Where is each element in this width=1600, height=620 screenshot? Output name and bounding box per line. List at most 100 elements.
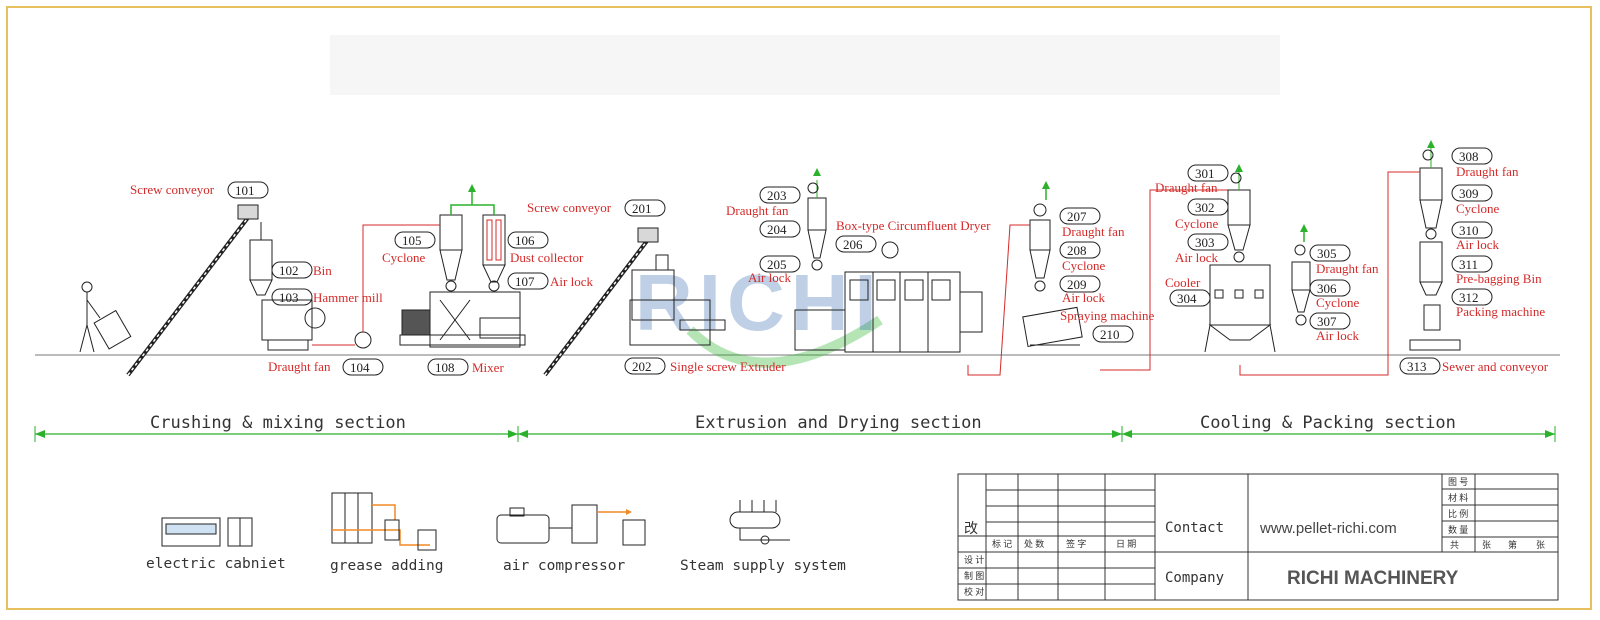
svg-text:Draught fan: Draught fan (1155, 180, 1218, 195)
steam-supply-icon (729, 500, 790, 545)
sign-row-drawing: 制 图 (964, 570, 984, 581)
hammer-mill-103 (261, 299, 326, 351)
box-type-circumfluent-dryer-206 (794, 241, 983, 353)
svg-text:312: 312 (1459, 290, 1479, 305)
label-106: 106 Dust collector (507, 231, 584, 265)
label-208: 208 Cyclone (1059, 241, 1106, 273)
svg-text:Cyclone: Cyclone (1062, 258, 1106, 273)
svg-text:Air lock: Air lock (748, 270, 791, 285)
sheet-total: 共 (1450, 540, 1459, 550)
packing-machine-312 (1409, 304, 1461, 351)
screw-conveyor-101 (126, 204, 259, 377)
label-103: 103 Hammer mill (271, 288, 383, 306)
label-210: Spraying machine 210 (1060, 308, 1154, 343)
svg-text:Draught fan: Draught fan (268, 359, 331, 374)
svg-text:Air lock: Air lock (550, 274, 593, 289)
label-301: 301 Draught fan (1155, 164, 1229, 195)
label-313: 313 Sewer and conveyor (1399, 357, 1549, 375)
label-206: Box-type Circumfluent Dryer 206 (835, 218, 991, 253)
right-row-drawing-no: 图 号 (1448, 477, 1468, 487)
sign-row-check: 校 对 (964, 586, 984, 597)
label-307: 307 Air lock (1309, 312, 1359, 343)
section-label-crushing: Crushing & mixing section (150, 413, 406, 433)
label-104: Draught fan 104 (268, 358, 384, 376)
row-header-date: 日 期 (1116, 539, 1136, 549)
label-207: 207 Draught fan (1059, 207, 1125, 239)
label-203: 203 Draught fan (726, 186, 801, 218)
label-304: Cooler 304 (1165, 275, 1211, 307)
svg-text:204: 204 (767, 222, 787, 237)
svg-text:101: 101 (235, 183, 255, 198)
svg-text:Packing machine: Packing machine (1456, 304, 1545, 319)
svg-text:Cyclone: Cyclone (1316, 295, 1360, 310)
svg-text:Air lock: Air lock (1062, 290, 1105, 305)
svg-text:308: 308 (1459, 149, 1479, 164)
title-block (957, 473, 1559, 601)
label-310: 310 Air lock (1451, 221, 1499, 252)
svg-text:Cyclone: Cyclone (382, 250, 426, 265)
svg-text:310: 310 (1459, 223, 1479, 238)
svg-text:107: 107 (515, 274, 535, 289)
svg-text:103: 103 (279, 290, 299, 305)
draught-fan-207 (1033, 203, 1047, 217)
svg-text:Cooler: Cooler (1165, 275, 1201, 290)
worker-figure (79, 281, 132, 353)
svg-text:Draught fan: Draught fan (1456, 164, 1519, 179)
svg-text:Sewer and conveyor: Sewer and conveyor (1442, 359, 1549, 374)
richi-watermark: RICHI (635, 258, 883, 368)
sheet-unit-1: 张 (1482, 540, 1491, 550)
right-row-quantity: 数 量 (1448, 524, 1468, 535)
svg-text:311: 311 (1459, 257, 1478, 272)
svg-text:305: 305 (1317, 246, 1337, 261)
label-205: 205 Air lock (748, 255, 801, 285)
cyclone-309 (1419, 148, 1443, 240)
label-102: 102 Bin (271, 261, 332, 279)
legend-air-compressor: air compressor (503, 558, 625, 574)
cyclone-204 (807, 180, 827, 271)
label-302: 302 Cyclone (1175, 198, 1229, 231)
svg-text:313: 313 (1407, 359, 1427, 374)
svg-text:Air lock: Air lock (1316, 328, 1359, 343)
spraying-machine-210 (1022, 306, 1083, 348)
drawing-frame (6, 6, 1592, 610)
screw-conveyor-201 (543, 227, 659, 377)
svg-text:Bin: Bin (313, 263, 332, 278)
cooler-304 (1204, 264, 1276, 353)
svg-text:302: 302 (1195, 200, 1215, 215)
legend-electric-cabinet: electric cabniet (146, 556, 286, 572)
draught-fan-301 (1230, 172, 1242, 184)
draught-fan-203 (807, 182, 819, 194)
blurred-header (330, 35, 1280, 95)
svg-text:Screw conveyor: Screw conveyor (527, 200, 612, 215)
air-compressor-icon (496, 504, 646, 546)
section-label-cooling: Cooling & Packing section (1200, 413, 1456, 433)
svg-text:Draught fan: Draught fan (1062, 224, 1125, 239)
svg-text:210: 210 (1100, 327, 1120, 342)
single-screw-extruder-202 (629, 254, 726, 346)
svg-text:102: 102 (279, 263, 299, 278)
draught-fan-104 (354, 331, 372, 349)
label-202: 202 Single screw Extruder (624, 357, 786, 375)
cyclone-105 (439, 214, 463, 292)
revision-mark: 改 (964, 521, 978, 537)
label-306: 306 Cyclone (1309, 279, 1360, 310)
svg-text:208: 208 (1067, 243, 1087, 258)
draught-fan-305 (1294, 244, 1306, 256)
grease-adding-icon (331, 492, 437, 551)
cyclone-208 (1029, 219, 1051, 292)
contact-website: www.pellet-richi.com (1259, 520, 1397, 537)
svg-text:205: 205 (767, 257, 787, 272)
sheet-index: 第 (1508, 539, 1517, 550)
svg-text:Air lock: Air lock (1175, 250, 1218, 265)
label-107: 107 Air lock (507, 272, 593, 290)
label-311: 311 Pre-bagging Bin (1451, 255, 1542, 286)
svg-text:Cyclone: Cyclone (1456, 201, 1500, 216)
row-header-sign: 签 字 (1066, 538, 1086, 549)
label-209: 209 Air lock (1059, 275, 1105, 305)
svg-text:201: 201 (632, 201, 652, 216)
svg-text:106: 106 (515, 233, 535, 248)
svg-text:209: 209 (1067, 277, 1087, 292)
label-305: 305 Draught fan (1309, 244, 1379, 276)
pre-bagging-bin-311 (1419, 241, 1443, 296)
svg-text:RICHI: RICHI (635, 258, 883, 347)
